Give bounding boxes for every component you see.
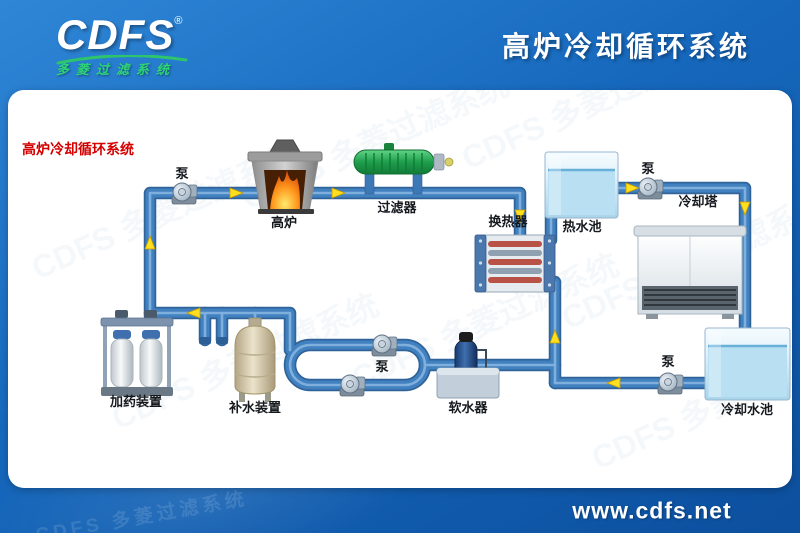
pipe-network bbox=[150, 188, 745, 385]
label-pump-bottom-right: 泵 bbox=[661, 354, 674, 369]
label-pump-top-right: 泵 bbox=[641, 161, 654, 176]
page-title: 高炉冷却循环系统 bbox=[501, 31, 750, 62]
label-cooling-tower: 冷却塔 bbox=[678, 194, 718, 209]
logo: CDFS® 多菱过滤系统 bbox=[56, 14, 188, 77]
water-softener bbox=[436, 332, 500, 399]
label-blast-furnace: 高炉 bbox=[271, 215, 297, 230]
footer: CDFS 多菱过滤系统 www.cdfs.net bbox=[0, 488, 800, 533]
process-flow-diagram: CDFS 多菱过滤系统 CDFS 多菱过滤系统 CDFS 多菱过滤系统 CDFS… bbox=[22, 90, 792, 476]
logo-swoosh-icon bbox=[56, 55, 188, 65]
logo-text: CDFS bbox=[56, 11, 175, 58]
blast-furnace bbox=[247, 139, 323, 214]
diagram-card: CDFS 多菱过滤系统 CDFS 多菱过滤系统 CDFS 多菱过滤系统 CDFS… bbox=[8, 90, 792, 488]
logo-subtitle: 多菱过滤系统 bbox=[56, 62, 177, 77]
heat-exchanger bbox=[474, 234, 556, 293]
diagram-title: 高炉冷却循环系统 bbox=[22, 141, 134, 157]
equipment-labels: 泵 高炉 过滤器 换热器 热水池 泵 冷却塔 冷却水池 泵 软水器 泵 补水装置… bbox=[109, 161, 773, 417]
footer-watermark: CDFS 多菱过滤系统 bbox=[34, 488, 250, 533]
header: CDFS® 多菱过滤系统 高炉冷却循环系统 bbox=[0, 0, 800, 90]
label-heat-exchanger: 换热器 bbox=[488, 214, 528, 229]
website-link[interactable]: www.cdfs.net bbox=[572, 497, 732, 523]
cooling-water-pool bbox=[704, 327, 791, 401]
pump-top-left-icon bbox=[171, 182, 198, 205]
logo-row: CDFS® bbox=[56, 14, 182, 56]
dosing-device bbox=[100, 310, 174, 396]
filter-vessel bbox=[353, 143, 454, 195]
label-water-softener: 软水器 bbox=[448, 400, 488, 415]
filter-handle bbox=[444, 157, 454, 167]
label-pump-top-left: 泵 bbox=[175, 166, 188, 181]
label-hot-water-pool: 热水池 bbox=[562, 219, 601, 234]
furnace-flame bbox=[270, 170, 300, 210]
label-makeup-water-device: 补水装置 bbox=[228, 400, 281, 415]
hot-water bbox=[548, 170, 615, 215]
hot-water-pool bbox=[544, 151, 619, 219]
makeup-water-tank bbox=[234, 317, 276, 402]
pump-loop-lower-icon bbox=[339, 374, 366, 397]
pump-loop-upper-icon bbox=[371, 334, 398, 357]
dosing-port-flange bbox=[216, 337, 228, 344]
softener-valve-head bbox=[459, 332, 473, 342]
label-dosing-device: 加药装置 bbox=[109, 394, 162, 409]
cooling-water bbox=[708, 346, 787, 397]
label-filter: 过滤器 bbox=[377, 200, 417, 215]
label-pump-bottom-middle: 泵 bbox=[375, 359, 388, 374]
registered-mark-icon: ® bbox=[174, 15, 183, 27]
label-cooling-water-pool: 冷却水池 bbox=[721, 402, 773, 417]
pump-top-right-icon bbox=[637, 177, 664, 200]
dosing-port-flange bbox=[199, 337, 211, 344]
pump-bottom-right-icon bbox=[657, 372, 684, 395]
cooling-tower bbox=[633, 225, 747, 319]
